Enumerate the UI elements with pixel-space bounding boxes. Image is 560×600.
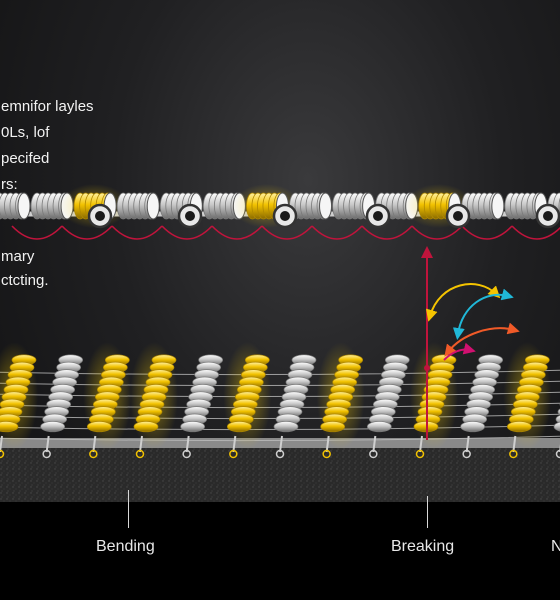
bending-label: Bending xyxy=(96,538,155,555)
top-layer-spools xyxy=(0,184,560,229)
side-text-line-4: rs: xyxy=(1,176,18,193)
bond-arc xyxy=(211,225,263,240)
bond-arc xyxy=(161,225,213,240)
interaction-arrows xyxy=(425,283,520,361)
side-text-line-1: emnifor layles xyxy=(1,98,94,115)
bond-arc xyxy=(461,225,513,240)
bond-arc xyxy=(61,225,113,240)
third-label: N xyxy=(551,538,560,555)
bottom-spool xyxy=(223,342,272,459)
bond-arc xyxy=(411,225,463,240)
bottom-spool xyxy=(460,354,504,459)
wire xyxy=(0,435,560,442)
bond-arc xyxy=(511,225,560,240)
top-spool xyxy=(289,192,333,220)
bottom-spool xyxy=(40,354,84,459)
bottom-spool xyxy=(273,354,317,459)
bottom-layer-spools xyxy=(0,342,560,459)
side-text-line-5: mary xyxy=(1,248,35,265)
bond-arc xyxy=(361,225,413,240)
bottom-label-band xyxy=(0,502,560,600)
bottom-spool xyxy=(130,342,178,459)
top-layer-bond-arcs xyxy=(11,225,560,240)
bond-arc xyxy=(311,225,363,240)
bottom-spool xyxy=(180,354,224,459)
top-spool xyxy=(504,192,548,220)
breaking-arrow xyxy=(421,246,433,440)
top-spool xyxy=(116,192,160,220)
bond-arc xyxy=(261,225,313,240)
side-text-line-3: pecifed xyxy=(1,150,50,167)
bottom-spool xyxy=(366,354,410,459)
top-spool xyxy=(0,192,31,220)
side-text-line-2: 0Ls, lof xyxy=(1,124,50,141)
bending-tick xyxy=(128,490,129,528)
bottom-spool xyxy=(503,342,552,459)
breaking-tick xyxy=(427,496,428,528)
breaking-label: Breaking xyxy=(391,538,455,555)
bond-arc xyxy=(11,225,63,240)
top-spool xyxy=(332,192,376,220)
bottom-spool xyxy=(83,342,132,459)
top-spool xyxy=(461,192,505,220)
bottom-spool xyxy=(553,403,560,459)
bond-arc xyxy=(111,225,163,240)
side-text-line-6: ctcting. xyxy=(1,272,49,289)
bottom-spool xyxy=(316,342,365,459)
bottom-spool xyxy=(0,342,38,459)
